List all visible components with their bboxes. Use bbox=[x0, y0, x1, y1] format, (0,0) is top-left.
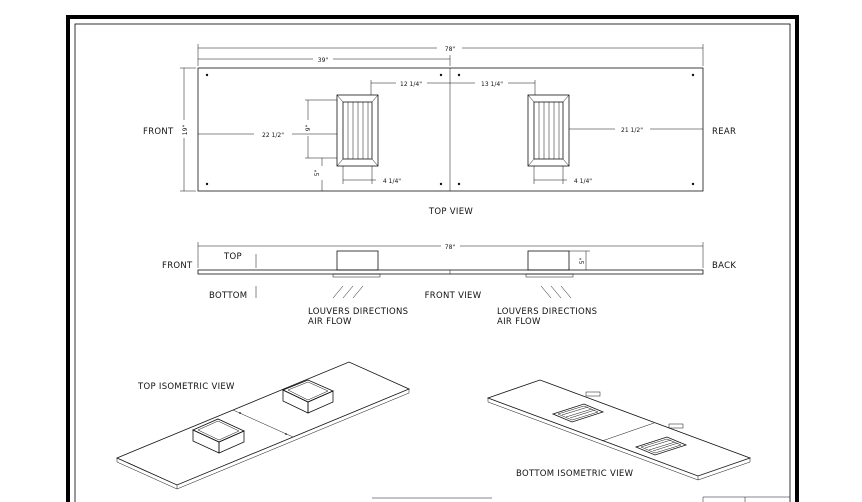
louver-left-line1: LOUVERS DIRECTIONS bbox=[308, 307, 408, 317]
box-height-label: 5" bbox=[579, 257, 586, 264]
sheet-border bbox=[66, 15, 799, 502]
front-view-bottom-label: BOTTOM bbox=[209, 291, 247, 301]
dim-vent-width-left-label: 4 1/4" bbox=[383, 178, 401, 185]
front-view: 78" 5" FRONT BACK TOP BOTTOM FRONT VIEW … bbox=[162, 242, 736, 327]
dim-vent-width bbox=[342, 166, 567, 184]
dim-vent-width-right-label: 4 1/4" bbox=[574, 178, 592, 185]
louver-right-line2: AIR FLOW bbox=[497, 317, 541, 327]
dim-box-height bbox=[569, 250, 590, 270]
sheet-inner-border bbox=[74, 23, 791, 502]
dim-39-label: 39" bbox=[318, 57, 329, 64]
right-airflow-arrows bbox=[540, 285, 572, 299]
dim-front-overall bbox=[197, 242, 704, 268]
top-iso-title: TOP ISOMETRIC VIEW bbox=[137, 382, 235, 392]
dim-height-label: 19" bbox=[182, 125, 189, 136]
dim-vent-to-rear-label: 21 1/2" bbox=[621, 127, 643, 134]
title-block-fragment bbox=[372, 496, 790, 502]
top-view-panel bbox=[197, 67, 704, 192]
dim-vent-to-center bbox=[370, 80, 450, 95]
dim-vent-height bbox=[305, 99, 337, 159]
bottom-isometric-view: BOTTOM ISOMETRIC VIEW bbox=[486, 379, 752, 481]
dim-39 bbox=[198, 55, 451, 66]
top-view: 78" 39" 12 1/4" 13 1/4" 22 1/2" 21 1/2" … bbox=[143, 44, 736, 217]
bottom-iso-title: BOTTOM ISOMETRIC VIEW bbox=[516, 469, 634, 479]
dim-overall-78 bbox=[197, 44, 704, 66]
front-view-top-label: TOP bbox=[223, 252, 242, 262]
front-view-right-louver bbox=[525, 273, 574, 278]
front-view-title: FRONT VIEW bbox=[425, 291, 482, 301]
dim-vent-offset-label: 5" bbox=[314, 169, 321, 176]
dim-vent-height-label: 9" bbox=[305, 124, 312, 131]
front-view-left-box bbox=[336, 250, 379, 271]
front-view-panel bbox=[197, 269, 704, 275]
right-vent bbox=[527, 94, 570, 167]
top-view-title: TOP VIEW bbox=[428, 207, 474, 217]
top-view-front-label: FRONT bbox=[143, 127, 174, 137]
dim-height-19 bbox=[180, 67, 196, 192]
dim-center-to-vent bbox=[450, 80, 536, 95]
top-isometric-view: TOP ISOMETRIC VIEW bbox=[115, 361, 411, 490]
front-view-back-label: BACK bbox=[712, 261, 736, 271]
front-view-left-louver bbox=[332, 273, 381, 278]
front-view-front-label: FRONT bbox=[162, 261, 193, 271]
louver-left-line2: AIR FLOW bbox=[308, 317, 352, 327]
left-vent bbox=[336, 94, 379, 167]
louver-right-line1: LOUVERS DIRECTIONS bbox=[497, 307, 597, 317]
front-view-right-box bbox=[527, 250, 570, 271]
dim-center-to-vent-label: 13 1/4" bbox=[481, 81, 503, 88]
top-view-rear-label: REAR bbox=[712, 127, 736, 137]
mounting-holes bbox=[205, 73, 695, 186]
dim-overall-label: 78" bbox=[445, 46, 456, 53]
left-airflow-arrows bbox=[332, 285, 364, 299]
front-overall-label: 78" bbox=[445, 244, 456, 251]
dim-front-to-vent-label: 22 1/2" bbox=[262, 132, 284, 139]
dim-vent-to-center-label: 12 1/4" bbox=[400, 81, 422, 88]
